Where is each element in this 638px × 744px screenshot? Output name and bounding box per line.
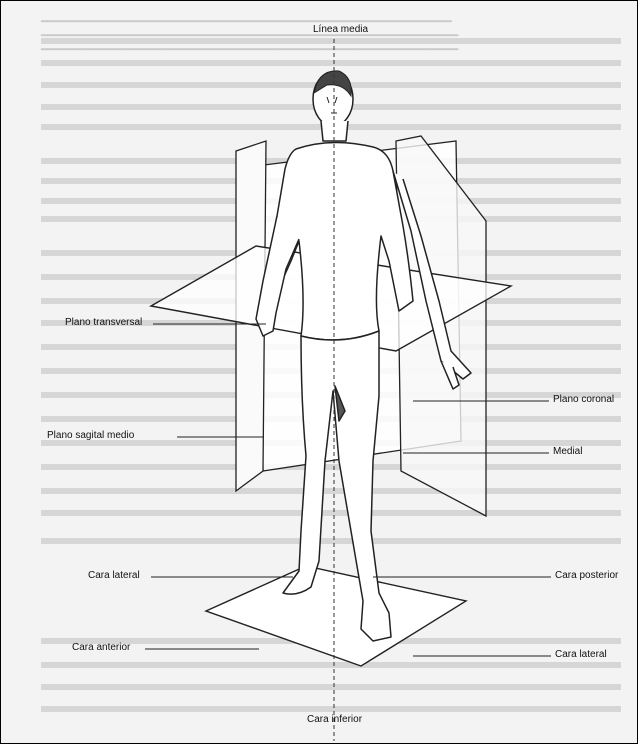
label-cara-posterior: Cara posterior <box>555 570 618 581</box>
label-linea-media: Línea media <box>313 24 368 35</box>
label-plano-transversal: Plano transversal <box>65 317 142 328</box>
label-medial: Medial <box>553 446 582 457</box>
label-cara-lateral-right: Cara lateral <box>555 649 607 660</box>
floor-plane <box>206 566 466 666</box>
label-plano-coronal: Plano coronal <box>553 394 614 405</box>
label-cara-anterior: Cara anterior <box>72 642 130 653</box>
label-cara-lateral-left: Cara lateral <box>88 570 140 581</box>
label-plano-sagital-medio: Plano sagital medio <box>47 430 134 441</box>
label-cara-inferior: Cara inferior <box>307 714 362 725</box>
